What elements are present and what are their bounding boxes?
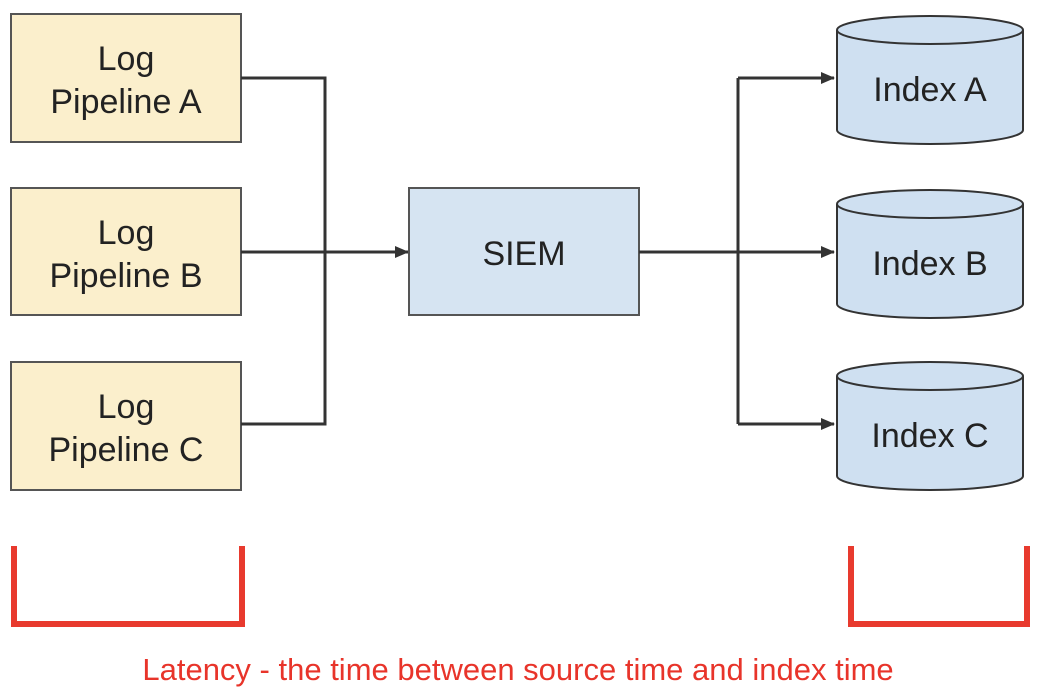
connector-a (241, 76, 327, 252)
fanout-connectors (639, 72, 835, 430)
index-c-label: Index C (871, 417, 988, 455)
index-node-c: Index C (836, 361, 1024, 491)
source-node-b: Log Pipeline B (10, 187, 242, 316)
index-node-a: Index A (836, 15, 1024, 145)
connector-c (241, 252, 327, 426)
source-node-c-line2: Pipeline C (49, 431, 204, 469)
index-a-label: Index A (873, 71, 987, 109)
source-node-b-line1: Log (98, 214, 155, 252)
source-node-a-line2: Pipeline A (50, 83, 202, 121)
latency-bracket-right (848, 546, 1030, 627)
index-b-label: Index B (872, 245, 987, 283)
database-icon (836, 204, 1024, 319)
latency-caption: Latency - the time between source time a… (142, 652, 893, 687)
source-node-c-line1: Log (98, 388, 155, 426)
database-icon (836, 30, 1024, 145)
source-node-b-line2: Pipeline B (49, 257, 202, 295)
source-node-a: Log Pipeline A (10, 13, 242, 143)
siem-label: SIEM (482, 235, 565, 273)
siem-node: SIEM (408, 187, 640, 316)
source-node-c: Log Pipeline C (10, 361, 242, 491)
index-node-b: Index B (836, 189, 1024, 319)
merge-connectors (241, 76, 409, 426)
latency-bracket-left (11, 546, 245, 627)
database-icon (836, 376, 1024, 491)
source-node-a-line1: Log (98, 40, 155, 78)
